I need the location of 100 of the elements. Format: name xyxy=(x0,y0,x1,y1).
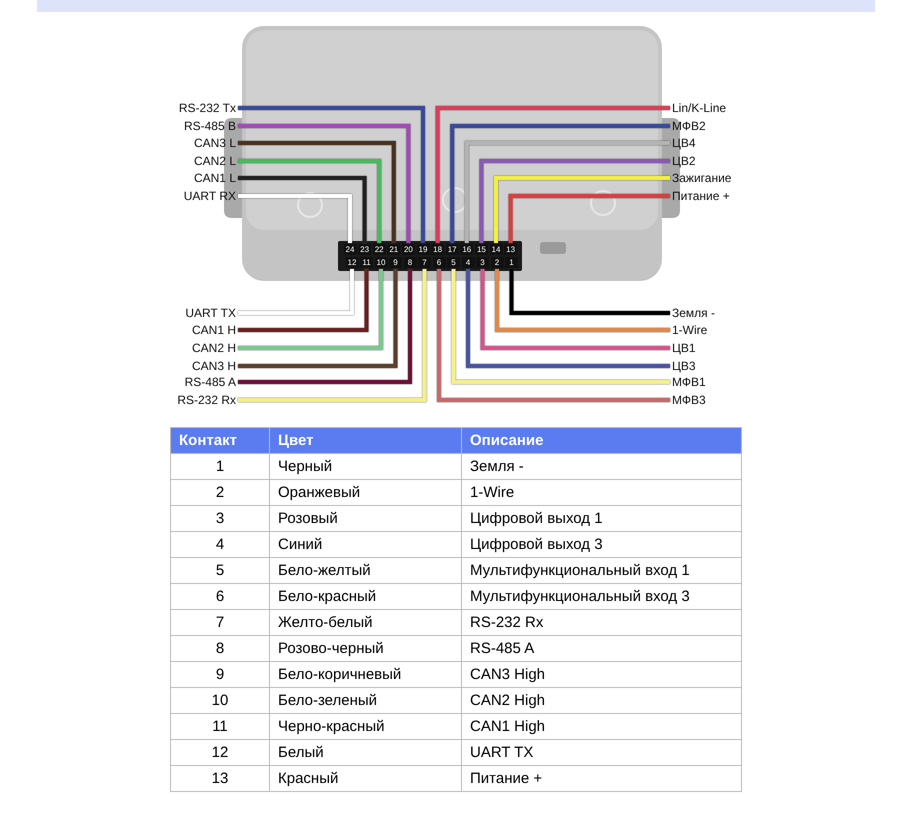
wire xyxy=(510,269,670,315)
table-cell: Мультифункциональный вход 3 xyxy=(462,584,742,610)
pin-number: 1 xyxy=(505,257,518,268)
pin-number: 8 xyxy=(404,257,416,268)
pin-number: 21 xyxy=(387,244,400,255)
pin-number: 11 xyxy=(360,257,373,268)
wire xyxy=(450,124,670,243)
wire xyxy=(238,176,367,243)
wire-label: ЦВ3 xyxy=(672,359,696,373)
table-cell: Черный xyxy=(270,454,462,480)
wire-label: CAN3 H xyxy=(192,359,236,373)
table-cell: 12 xyxy=(170,740,270,766)
wire-label: МФВ3 xyxy=(672,393,706,407)
table-cell: Черно-красный xyxy=(270,714,462,740)
wire-label: CAN1 L xyxy=(194,171,236,185)
wire-label: ЦВ2 xyxy=(672,154,696,168)
column-header: Цвет xyxy=(270,428,462,454)
wire-label: CAN3 L xyxy=(194,136,236,150)
pin-number: 19 xyxy=(416,244,430,255)
table-cell: 3 xyxy=(170,506,270,532)
table-cell: Розовый xyxy=(270,506,462,532)
wire-label: RS-485 B xyxy=(184,119,236,133)
table-cell: 13 xyxy=(170,766,270,792)
wire xyxy=(238,269,368,332)
table-cell: Розово-черный xyxy=(270,636,462,662)
table-cell: Белый xyxy=(270,740,462,766)
pin-number: 12 xyxy=(346,257,358,268)
wire xyxy=(452,269,670,384)
table-cell: 10 xyxy=(170,688,270,714)
table-cell: Бело-красный xyxy=(270,584,462,610)
wire-label: RS-232 Tx xyxy=(178,101,236,115)
pin-number: 5 xyxy=(447,257,460,268)
table-cell: Цифровой выход 1 xyxy=(462,506,742,532)
wire-label: 1-Wire xyxy=(672,323,708,337)
wire-label: RS-232 Rx xyxy=(177,393,236,407)
table-cell: Желто-белый xyxy=(270,610,462,636)
table-cell: RS-232 Rx xyxy=(462,610,742,636)
wire-label: Земля - xyxy=(672,306,716,320)
pin-number: 9 xyxy=(389,257,402,268)
pin-number: 10 xyxy=(374,257,388,268)
table-cell: Питание + xyxy=(462,766,742,792)
table-cell: 11 xyxy=(170,714,270,740)
pin-number: 7 xyxy=(418,257,431,268)
table-cell: Красный xyxy=(270,766,462,792)
wire-label: CAN2 L xyxy=(194,154,236,168)
pin-number: 23 xyxy=(358,244,372,255)
table-cell: 6 xyxy=(170,584,270,610)
table-cell: 2 xyxy=(170,480,270,506)
wire xyxy=(238,141,396,243)
wire xyxy=(238,269,426,402)
pin-number: 3 xyxy=(476,257,489,268)
table-cell: UART TX xyxy=(462,740,742,766)
table-cell: Мультифункциональный вход 1 xyxy=(462,558,742,584)
pin-number: 17 xyxy=(446,244,459,255)
wire-label: Lin/K-Line xyxy=(672,101,726,115)
pin-number: 20 xyxy=(402,244,415,255)
pin-number: 6 xyxy=(432,257,446,268)
table-cell: RS-485 A xyxy=(462,636,742,662)
wire-label: МФВ1 xyxy=(672,375,706,389)
table-cell: 5 xyxy=(170,558,270,584)
pin-number: 15 xyxy=(474,244,488,255)
table-cell: CAN3 High xyxy=(462,662,742,688)
table-cell: Бело-зеленый xyxy=(270,688,462,714)
wire xyxy=(436,106,670,243)
pin-number: 18 xyxy=(431,244,444,255)
pin-number: 2 xyxy=(490,257,504,268)
table-cell: 1 xyxy=(170,454,270,480)
column-header: Контакт xyxy=(170,428,270,454)
wire-label: ЦВ4 xyxy=(672,136,696,150)
wire xyxy=(466,269,670,368)
wire xyxy=(494,176,670,243)
wire xyxy=(508,194,670,243)
pin-number: 14 xyxy=(490,244,502,255)
wire xyxy=(238,269,412,384)
pin-number: 4 xyxy=(462,257,474,268)
table-cell: 1-Wire xyxy=(462,480,742,506)
table-cell: CAN1 High xyxy=(462,714,742,740)
wire xyxy=(238,194,352,243)
table-cell: 8 xyxy=(170,636,270,662)
wire xyxy=(437,269,670,402)
wire xyxy=(238,106,425,243)
wire xyxy=(479,159,670,243)
table-cell: Бело-коричневый xyxy=(270,662,462,688)
table-cell: Синий xyxy=(270,532,462,558)
wire xyxy=(238,124,410,243)
pin-number: 16 xyxy=(460,244,474,255)
wire-label: МФВ2 xyxy=(672,119,706,133)
table-cell: 4 xyxy=(170,532,270,558)
table-cell: 7 xyxy=(170,610,270,636)
wire xyxy=(238,159,382,243)
wire xyxy=(464,141,670,243)
wire-label: RS-485 A xyxy=(184,375,236,389)
wire xyxy=(238,269,398,368)
wire-label: Зажигание xyxy=(672,171,732,185)
pin-number: 24 xyxy=(344,244,356,255)
wire xyxy=(480,269,670,350)
pin-number: 13 xyxy=(504,244,518,255)
wire-label: ЦВ1 xyxy=(672,341,696,355)
wire-label: UART TX xyxy=(185,306,236,320)
wire-label: CAN1 H xyxy=(192,323,236,337)
